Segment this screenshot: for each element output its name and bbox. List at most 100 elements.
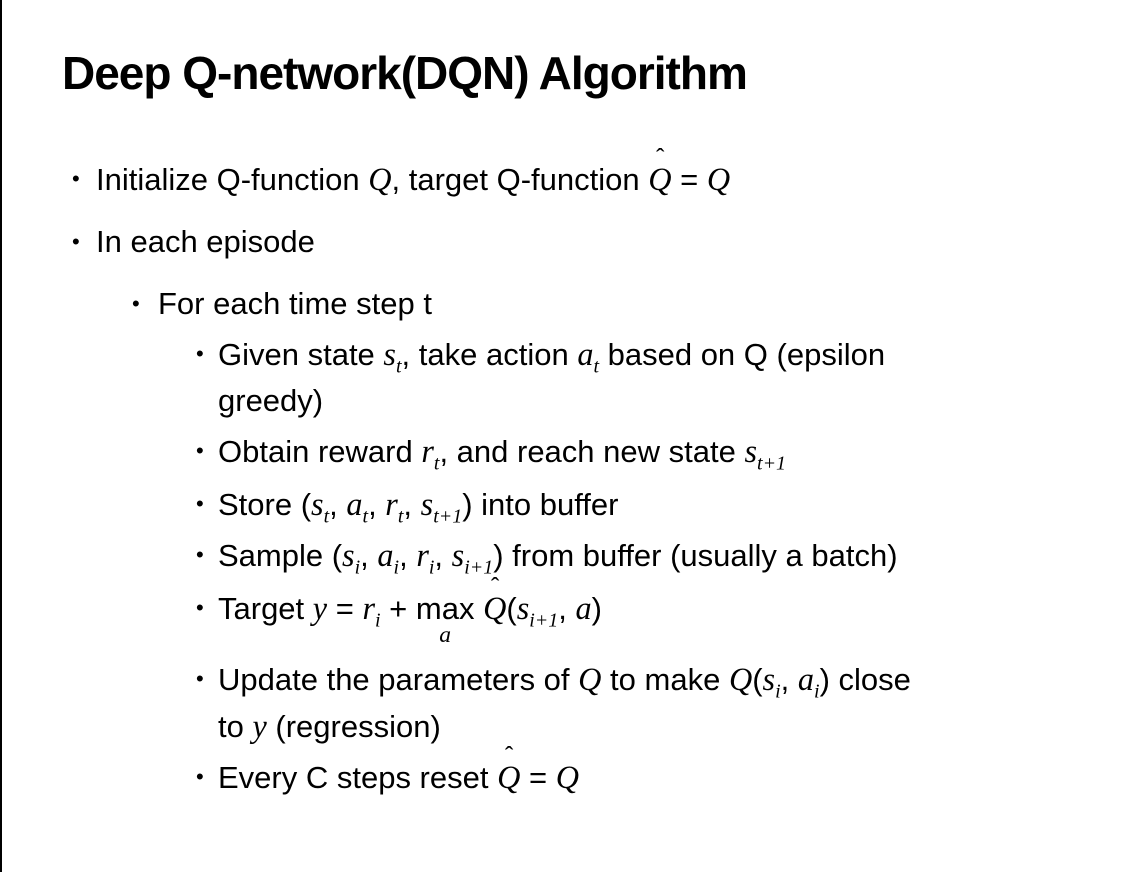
math-run: ai [377, 537, 400, 579]
math-subscript: i [354, 556, 361, 579]
math-subscript: t+1 [433, 505, 463, 528]
bullet-text: Initialize Q-function Q, target Q-functi… [96, 145, 731, 203]
math-subscript: i+1 [464, 556, 494, 579]
math-run: Q [368, 161, 392, 197]
text-run: + [380, 591, 416, 626]
text-run: , target Q-function [391, 162, 649, 197]
text-run: , [558, 591, 576, 626]
math-base: Q [648, 161, 672, 197]
math-run: si+1 [451, 537, 494, 579]
math-run: ri [416, 537, 435, 579]
math-run: y [312, 590, 328, 626]
math-run: Q [578, 661, 602, 697]
bullet-marker-icon: • [196, 666, 204, 691]
hat-accent-icon: ˆ [491, 572, 500, 601]
text-run: , and reach new state [439, 434, 745, 469]
slide-title: Deep Q-network(DQN) Algorithm [62, 47, 748, 99]
bullet-marker-icon: • [196, 764, 204, 789]
operator-name: max [415, 591, 475, 626]
math-subscript: i [374, 609, 381, 632]
text-run: = [671, 162, 707, 197]
text-run: , take action [401, 337, 578, 372]
math-subscript: t [323, 505, 330, 528]
bullet-text: For each time step t [158, 281, 432, 327]
math-run: si [342, 537, 361, 579]
text-run: ) [591, 591, 602, 626]
bullet-marker-icon: • [132, 291, 140, 316]
bullet-item: •In each episode [0, 219, 1124, 265]
bullet-item: • Store (st, at, rt, st+1) into buffer [0, 481, 1124, 528]
text-run: Sample ( [218, 538, 343, 573]
math-run: st+1 [420, 486, 463, 528]
bullet-marker-icon: • [72, 166, 80, 191]
math-run: at [577, 336, 599, 378]
text-run: based on Q (epsilon [599, 337, 886, 372]
math-run: st [311, 486, 330, 528]
math-subscript: i [428, 556, 435, 579]
text-run: In each episode [96, 224, 315, 259]
math-run: st [383, 336, 402, 378]
math-run: si [762, 661, 781, 703]
math-subscript: t+1 [757, 452, 787, 475]
text-run: , [329, 487, 347, 522]
bullet-marker-icon: • [196, 438, 204, 463]
text-run: Obtain reward [218, 434, 422, 469]
math-run: ai [797, 661, 820, 703]
text-run: , [360, 538, 378, 573]
bullet-text: Update the parameters of Q to make Q(si,… [218, 656, 911, 750]
text-run: greedy) [218, 383, 324, 418]
text-run: , [780, 662, 798, 697]
math-run: ri [362, 590, 381, 632]
math-subscript: i+1 [529, 609, 559, 632]
math-run: at [346, 486, 369, 528]
bullet-marker-icon: • [196, 341, 204, 366]
math-subscript: t [397, 505, 404, 528]
bullet-marker-icon: • [196, 595, 204, 620]
math-run: rt [385, 486, 404, 528]
operator-underscript: a [439, 622, 452, 648]
text-run: (regression) [266, 709, 441, 744]
bullet-text: Store (st, at, rt, st+1) into buffer [218, 481, 618, 528]
text-run: Initialize Q-function [96, 162, 369, 197]
text-run: , [403, 487, 421, 522]
math-base: Q [483, 590, 507, 626]
bullet-item: • Update the parameters of Q to make Q(si… [0, 656, 1124, 750]
math-run: y [252, 708, 267, 744]
text-run: ) into buffer [462, 487, 619, 522]
bullet-item: • For each time step t [0, 281, 1124, 327]
math-run: rt [421, 433, 440, 475]
bullet-text: Obtain reward rt, and reach new state st… [218, 428, 786, 475]
math-subscript: t [395, 355, 402, 378]
text-run: , [399, 538, 417, 573]
bullet-marker-icon: • [196, 542, 204, 567]
bullet-list: •Initialize Q-function Q, target Q-funct… [0, 145, 1124, 801]
text-run: Given state [218, 337, 384, 372]
math-subscript: i [814, 680, 820, 703]
text-run: Every C steps reset [218, 760, 498, 795]
bullet-text: Given state st, take action at based on … [218, 331, 885, 424]
math-run: Q [728, 661, 753, 697]
bullet-item: • Sample (si, ai, ri, si+1) from buffer (… [0, 532, 1124, 579]
math-subscript: t [593, 355, 599, 378]
bullet-text: In each episode [96, 219, 315, 265]
text-run: For each time step t [158, 286, 432, 321]
bullet-marker-icon: • [196, 491, 204, 516]
text-run: Target [218, 591, 313, 626]
math-subscript: t [433, 452, 440, 475]
math-run: Q [555, 759, 579, 795]
text-run: ) from buffer (usually a batch) [493, 538, 898, 573]
bullet-text: Sample (si, ai, ri, si+1) from buffer (u… [218, 532, 898, 579]
math-base: Q [497, 759, 521, 795]
text-run: ) close [819, 662, 911, 697]
math-run: Q [706, 161, 731, 197]
text-run: = [327, 591, 363, 626]
